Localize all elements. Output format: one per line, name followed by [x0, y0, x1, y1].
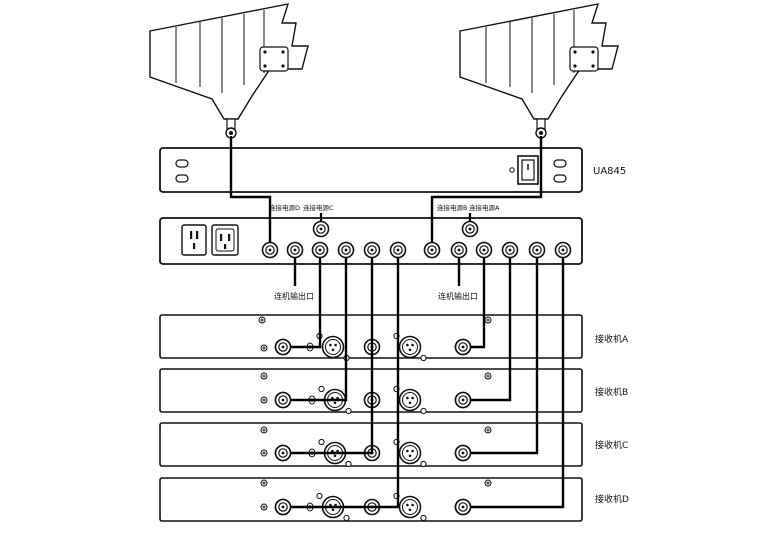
power-c-connector: [312, 213, 330, 238]
antenna-left: [149, 3, 309, 139]
cables: [229, 136, 565, 509]
label-power-b: 连接电源B: [437, 203, 467, 212]
ua845-front-panel: [159, 147, 583, 193]
unit-label: UA845: [593, 166, 626, 177]
label-power-d: 连接电源D: [269, 203, 300, 212]
label-receiver-a: 接收机A: [595, 333, 629, 345]
antenna-right: [459, 3, 619, 139]
label-power-a: 连接电源A: [469, 203, 500, 212]
label-output-left: 连机输出口: [274, 291, 314, 301]
label-power-c: 连接电源C: [303, 203, 334, 212]
label-receiver-d: 接收机D: [595, 493, 629, 505]
label-receiver-b: 接收机B: [595, 386, 628, 398]
label-output-right: 连机输出口: [438, 291, 478, 301]
label-receiver-c: 接收机C: [595, 439, 628, 451]
receiver-panel-d: [159, 477, 583, 522]
power-led-icon: [509, 167, 515, 173]
ac-inlet-icon: [181, 224, 239, 256]
power-a-connector: [461, 213, 479, 238]
power-switch-icon: [517, 155, 539, 185]
